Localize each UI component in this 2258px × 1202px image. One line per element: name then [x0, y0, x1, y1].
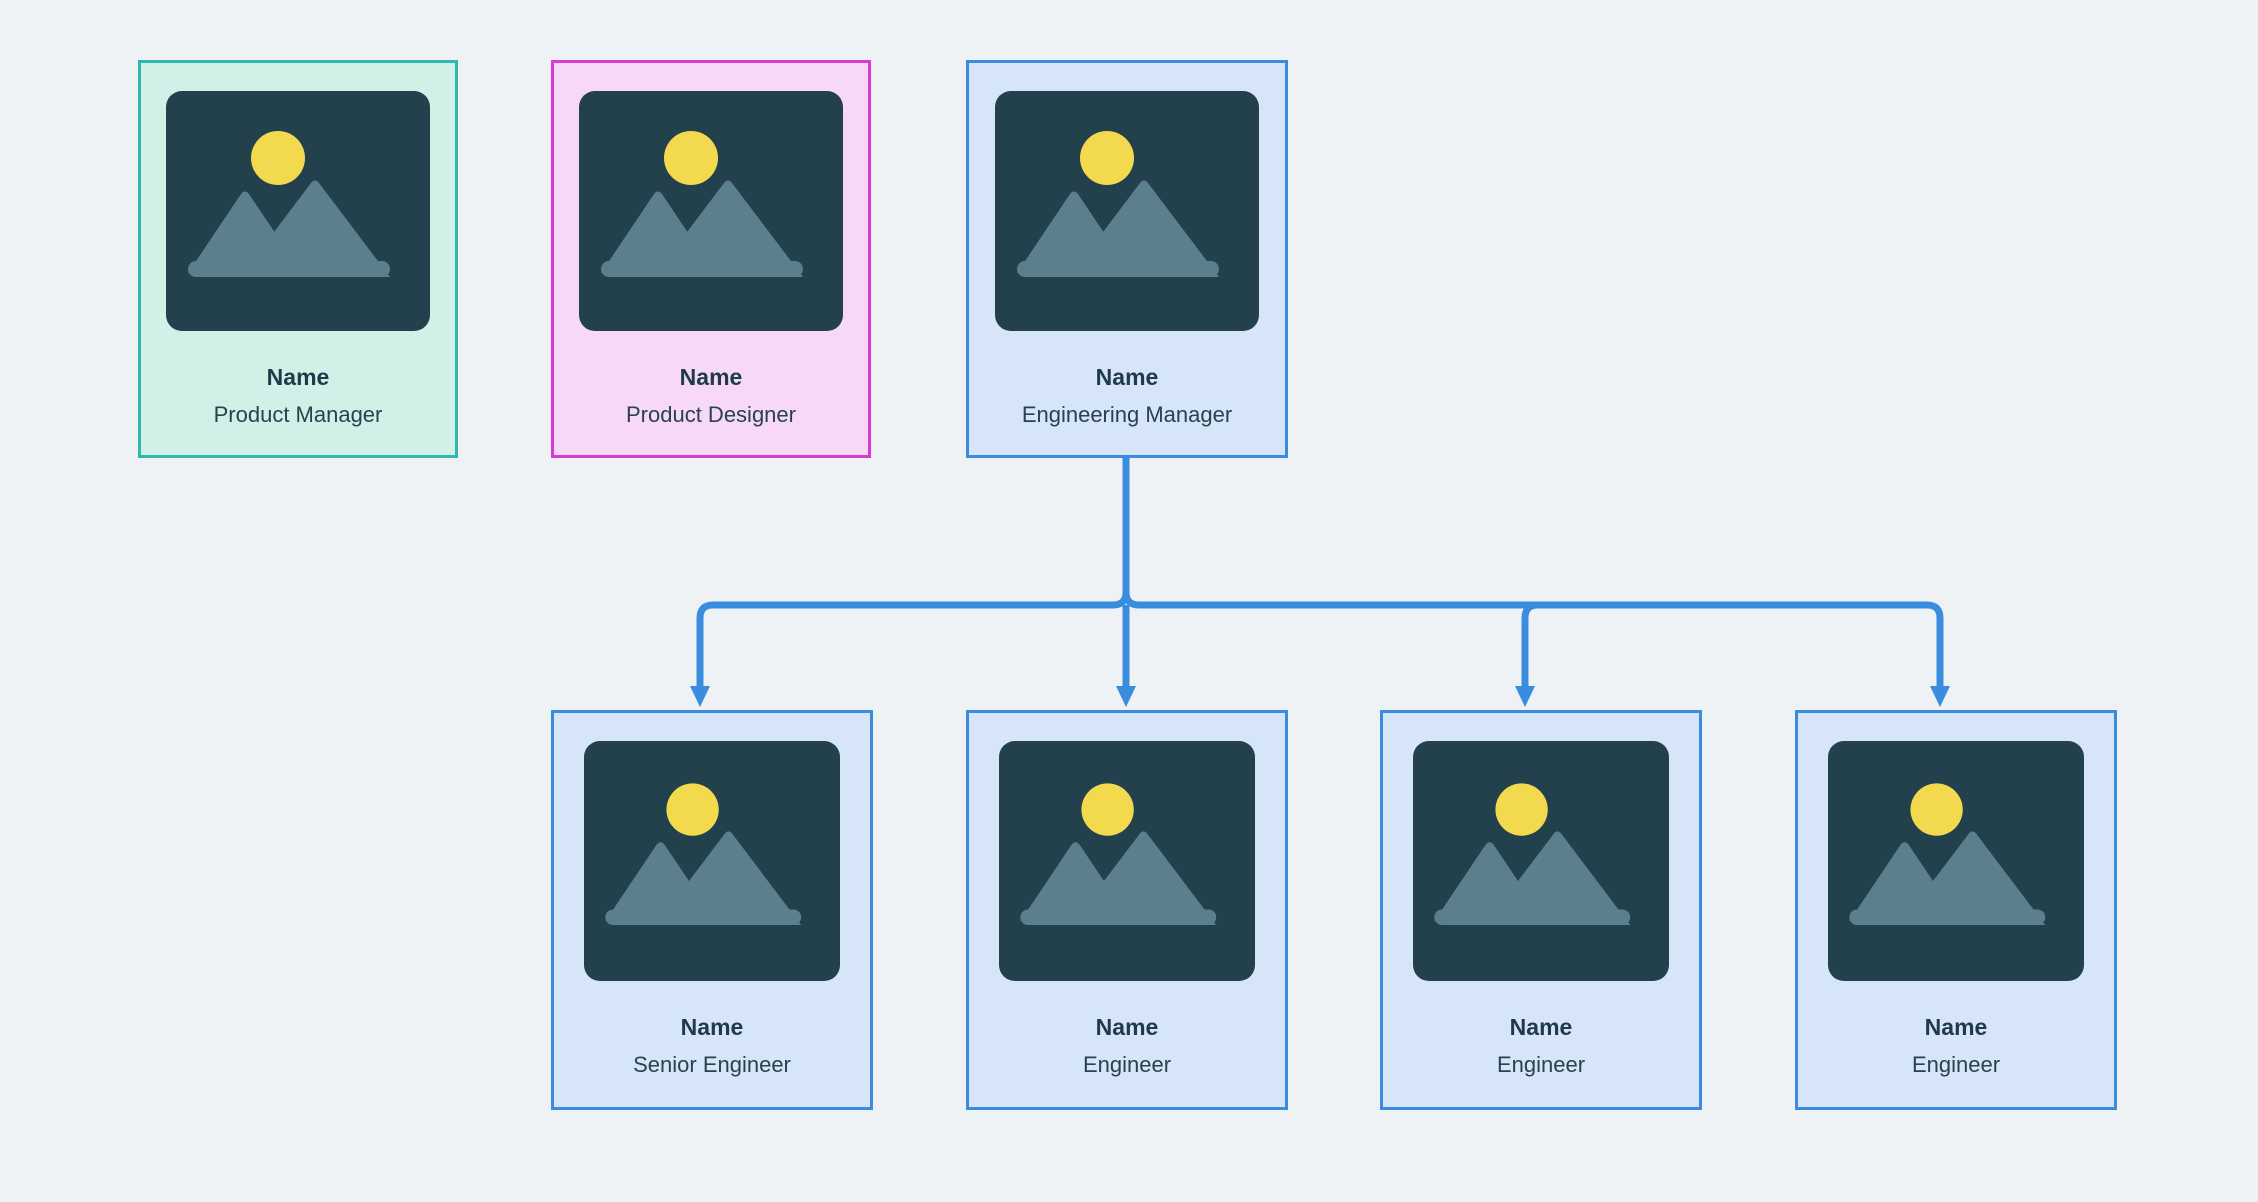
arrowhead-senior-engineer — [690, 686, 710, 707]
image-placeholder-icon — [1849, 783, 2046, 925]
avatar-photo-placeholder — [1828, 741, 2084, 981]
node-senior-engineer[interactable]: Name Senior Engineer — [551, 710, 873, 1110]
image-placeholder-icon — [601, 131, 803, 277]
node-name: Name — [1924, 1014, 1988, 1040]
avatar-photo-placeholder — [579, 91, 843, 331]
node-product-designer[interactable]: Name Product Designer — [551, 60, 871, 458]
node-engineer-1[interactable]: Name Engineer — [966, 710, 1288, 1110]
image-placeholder-icon — [605, 783, 802, 925]
node-role: Engineer — [1911, 1052, 2001, 1077]
edge-bus-right — [1122, 591, 1944, 690]
avatar-photo-placeholder — [166, 91, 430, 331]
arrowhead-engineer-1 — [1116, 686, 1136, 707]
node-role: Product Manager — [213, 402, 383, 427]
node-name: Name — [266, 364, 330, 390]
arrowhead-engineer-2 — [1515, 686, 1535, 707]
arrowhead-engineer-3 — [1930, 686, 1950, 707]
image-placeholder-icon — [1017, 131, 1219, 277]
node-name: Name — [1509, 1014, 1573, 1040]
node-name: Name — [680, 1014, 744, 1040]
image-placeholder-icon — [188, 131, 390, 277]
avatar-photo-placeholder — [584, 741, 840, 981]
node-role: Engineer — [1496, 1052, 1586, 1077]
node-name: Name — [1095, 1014, 1159, 1040]
node-role: Product Designer — [626, 402, 796, 427]
node-engineer-3[interactable]: Name Engineer — [1795, 710, 2117, 1110]
image-placeholder-icon — [1020, 783, 1217, 925]
node-name: Name — [679, 364, 743, 390]
arrowheads — [690, 686, 1950, 707]
node-role: Engineering Manager — [1021, 402, 1233, 427]
image-placeholder-icon — [1434, 783, 1631, 925]
node-product-manager[interactable]: Name Product Manager — [138, 60, 458, 458]
avatar-photo-placeholder — [999, 741, 1255, 981]
edge-bus-left — [696, 591, 1130, 690]
node-role: Senior Engineer — [633, 1052, 791, 1077]
node-role: Engineer — [1082, 1052, 1172, 1077]
node-engineer-2[interactable]: Name Engineer — [1380, 710, 1702, 1110]
node-name: Name — [1095, 364, 1159, 390]
node-engineering-manager[interactable]: Name Engineering Manager — [966, 60, 1288, 458]
avatar-photo-placeholder — [1413, 741, 1669, 981]
avatar-photo-placeholder — [995, 91, 1259, 331]
edge-branch-three — [1521, 601, 1539, 690]
